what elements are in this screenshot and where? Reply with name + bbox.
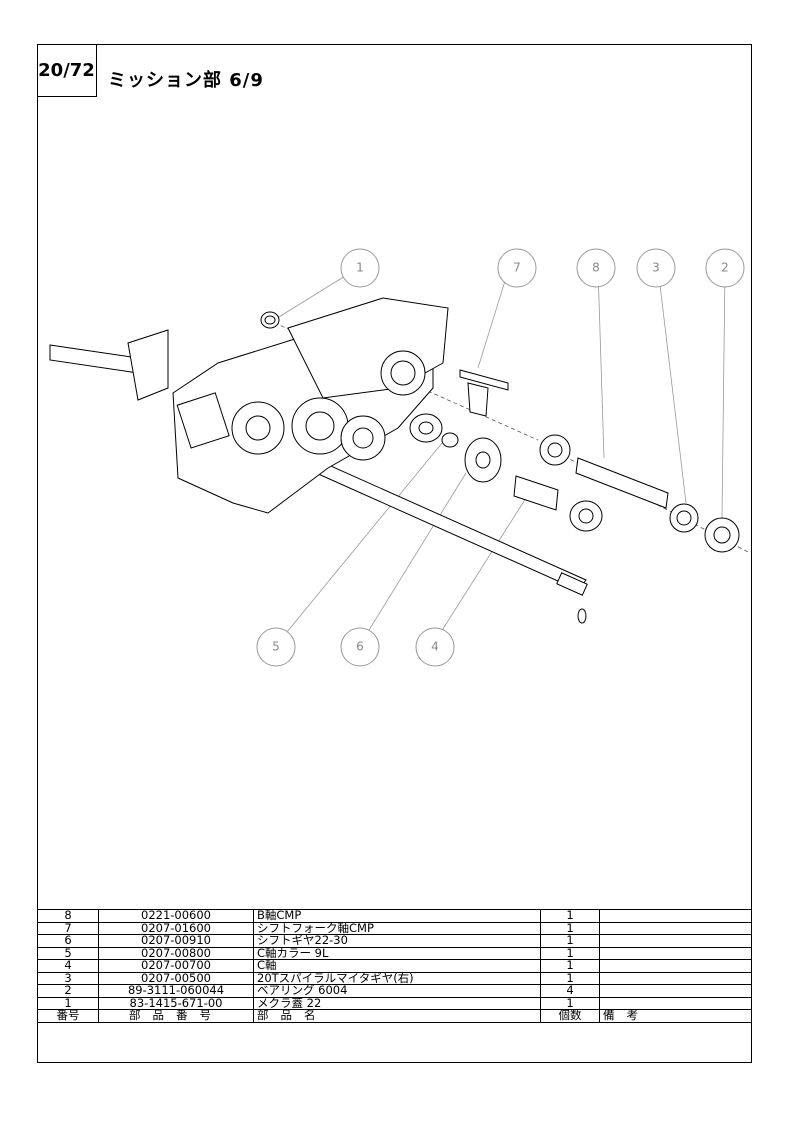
- row-qty: 1: [540, 921, 600, 935]
- row-no: 8: [37, 909, 99, 923]
- row-remarks: [599, 971, 752, 985]
- row-remarks: [599, 946, 752, 960]
- header-name: 部品名: [253, 1009, 541, 1023]
- row-remarks: [599, 996, 752, 1010]
- row-code: 0207-00700: [98, 959, 254, 973]
- row-remarks: [599, 984, 752, 998]
- table-row: 7 0207-01600 シフトフォーク軸CMP 1: [37, 921, 752, 935]
- row-remarks: [599, 934, 752, 948]
- header-qty: 個数: [540, 1009, 600, 1023]
- table-row: 8 0221-00600 B軸CMP 1: [37, 909, 752, 923]
- table-row: 5 0207-00800 C軸カラー 9L 1: [37, 946, 752, 960]
- leader-lines: [273, 267, 726, 644]
- row-code: 83-1415-671-00: [98, 996, 254, 1010]
- row-no: 6: [37, 934, 99, 948]
- row-remarks: [599, 921, 752, 935]
- row-no: 1: [37, 996, 99, 1010]
- row-name: メクラ蓋 22: [253, 996, 541, 1010]
- gearbox-housing: [127, 297, 449, 514]
- svg-text:8: 8: [592, 261, 600, 275]
- svg-text:2: 2: [721, 261, 729, 275]
- exploded-components: [260, 311, 740, 553]
- header-remarks: 備考: [599, 1009, 752, 1023]
- svg-text:4: 4: [431, 640, 439, 654]
- page-title: ミッション部 6/9: [108, 70, 264, 91]
- table-header-row: 番号 部品番号 部品名 個数 備考: [37, 1009, 752, 1023]
- table-row: 3 0207-00500 20Tスパイラルマイタギヤ(右) 1: [37, 971, 752, 985]
- callout-6: 6: [340, 627, 380, 667]
- callout-2: 2: [705, 248, 745, 288]
- row-qty: 1: [540, 909, 600, 923]
- row-code: 0207-00800: [98, 946, 254, 960]
- header-no: 番号: [37, 1009, 99, 1023]
- exploded-parts-diagram: 1 7 8 3 2 5 6 4: [49, 248, 751, 667]
- callout-1: 1: [340, 248, 380, 288]
- callout-4: 4: [415, 627, 455, 667]
- row-qty: 1: [540, 996, 600, 1010]
- callout-8: 8: [576, 248, 616, 288]
- row-name: ベアリング 6004: [253, 984, 541, 998]
- svg-text:7: 7: [513, 261, 521, 275]
- header-code: 部品番号: [98, 1009, 254, 1023]
- row-qty: 1: [540, 946, 600, 960]
- row-name: 20Tスパイラルマイタギヤ(右): [253, 971, 541, 985]
- svg-text:5: 5: [272, 640, 280, 654]
- parts-table: 8 0221-00600 B軸CMP 1 7 0207-01600 シフトフォー…: [37, 909, 752, 1023]
- row-code: 0207-01600: [98, 921, 254, 935]
- table-row: 1 83-1415-671-00 メクラ蓋 22 1: [37, 996, 752, 1010]
- row-remarks: [599, 909, 752, 923]
- callout-7: 7: [497, 248, 537, 288]
- row-code: 89-3111-060044: [98, 984, 254, 998]
- row-name: シフトギヤ22-30: [253, 934, 541, 948]
- row-code: 0207-00910: [98, 934, 254, 948]
- page-frame: [37, 44, 752, 1063]
- row-qty: 1: [540, 971, 600, 985]
- callout-5: 5: [256, 627, 296, 667]
- row-qty: 1: [540, 934, 600, 948]
- row-no: 4: [37, 959, 99, 973]
- row-code: 0221-00600: [98, 909, 254, 923]
- row-name: シフトフォーク軸CMP: [253, 921, 541, 935]
- row-no: 2: [37, 984, 99, 998]
- row-qty: 4: [540, 984, 600, 998]
- table-row: 6 0207-00910 シフトギヤ22-30 1: [37, 934, 752, 948]
- row-no: 7: [37, 921, 99, 935]
- row-name: B軸CMP: [253, 909, 541, 923]
- row-name: C軸: [253, 959, 541, 973]
- row-remarks: [599, 959, 752, 973]
- table-row: 2 89-3111-060044 ベアリング 6004 4: [37, 984, 752, 998]
- svg-text:1: 1: [356, 261, 364, 275]
- row-code: 0207-00500: [98, 971, 254, 985]
- page-number: 20/72: [37, 44, 97, 97]
- svg-text:3: 3: [652, 261, 660, 275]
- table-row: 4 0207-00700 C軸 1: [37, 959, 752, 973]
- row-no: 3: [37, 971, 99, 985]
- row-no: 5: [37, 946, 99, 960]
- row-qty: 1: [540, 959, 600, 973]
- row-name: C軸カラー 9L: [253, 946, 541, 960]
- svg-text:6: 6: [356, 640, 364, 654]
- callout-3: 3: [636, 248, 676, 288]
